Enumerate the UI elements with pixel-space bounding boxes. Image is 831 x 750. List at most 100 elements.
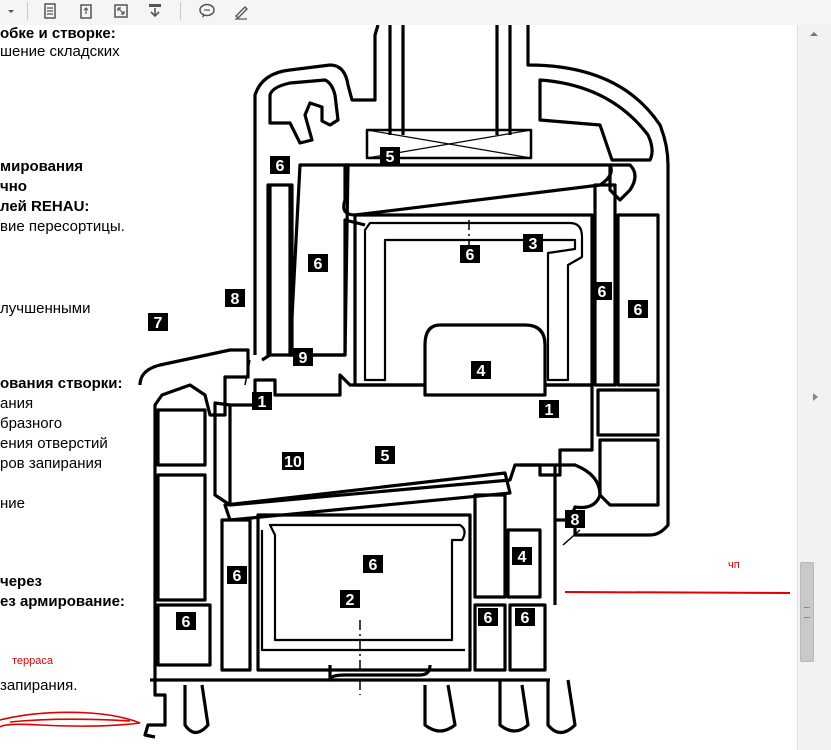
- callout-box: [512, 547, 532, 565]
- callout-number: 9: [299, 350, 308, 367]
- window-profile-cross-section: 7788556666666666344911102: [0, 25, 791, 739]
- lower-gasket: [555, 463, 602, 522]
- callout-number: 4: [477, 363, 486, 380]
- callout-number: 10: [284, 454, 302, 471]
- callout-number: 3: [529, 236, 538, 253]
- callout-number: 7: [154, 315, 163, 332]
- callout-number: 8: [571, 512, 580, 529]
- callout-box: [380, 147, 400, 165]
- sash-middle-left: [213, 401, 231, 507]
- viewer-toolbar: [0, 0, 831, 26]
- leader-line: [562, 529, 581, 546]
- comment-button[interactable]: [195, 0, 219, 22]
- callout-box: [628, 300, 648, 318]
- document-text-line: шение складских: [0, 43, 120, 60]
- document-text-line: запирания.: [0, 677, 78, 694]
- fullscreen-icon: [114, 4, 128, 18]
- chevron-up-icon: [810, 32, 818, 36]
- callout-number: 1: [258, 394, 267, 411]
- highlight-button[interactable]: [229, 0, 253, 22]
- comment-bubble-icon: [199, 3, 215, 18]
- lower-right-chamber: [473, 603, 507, 672]
- scroll-up-arrow[interactable]: [808, 27, 820, 39]
- scroll-thumb[interactable]: [800, 562, 814, 662]
- document-text-line: обке и створке:: [0, 25, 116, 42]
- lower-sash-body: [256, 513, 472, 672]
- upper-frame-right-outer: [526, 25, 670, 537]
- document-text-line: ез армирование:: [0, 593, 125, 610]
- callout-box: [340, 590, 360, 608]
- frame-right-chamber: [593, 183, 617, 387]
- callout-number: 6: [233, 568, 242, 585]
- lower-frame-chamber: [156, 473, 207, 602]
- document-text-line: лей REHAU:: [0, 198, 90, 215]
- callout-box: [363, 555, 383, 573]
- frame-right-chamber: [616, 213, 660, 387]
- callout-number: 6: [369, 557, 378, 574]
- callout-number: 2: [346, 592, 355, 609]
- rotate-icon: [80, 4, 92, 19]
- dropdown-arrow-button[interactable]: [0, 0, 22, 22]
- vertical-scrollbar[interactable]: [797, 25, 831, 750]
- glazing-spacer: [365, 128, 533, 160]
- frame-foot: [423, 684, 457, 733]
- glazing-bead-lower: [223, 471, 512, 522]
- callout-box: [293, 348, 313, 366]
- callout-number: 4: [518, 549, 527, 566]
- frame-right-chamber: [596, 388, 660, 437]
- callout-box: [523, 234, 543, 252]
- document-text-line: ания: [0, 395, 34, 412]
- scroll-thumb-grip: [804, 607, 810, 618]
- leader-line: [244, 359, 251, 386]
- callout-number: 6: [276, 158, 285, 175]
- callout-box: [539, 400, 559, 418]
- callout-number: 6: [634, 302, 643, 319]
- annotation-red-line: [564, 591, 791, 594]
- scroll-side-arrow[interactable]: [810, 390, 820, 402]
- callout-number: 1: [545, 402, 554, 419]
- document-text-line: чно: [0, 178, 27, 195]
- callout-number: 6: [314, 256, 323, 273]
- download-button[interactable]: [143, 0, 167, 22]
- callout-number: 6: [521, 610, 530, 627]
- callout-box: [471, 361, 491, 379]
- lower-frame-chamber: [220, 518, 252, 672]
- frame-right-gasket: [608, 163, 637, 202]
- rotate-button[interactable]: [74, 0, 98, 22]
- fullscreen-button[interactable]: [109, 0, 133, 22]
- callout-box: [148, 313, 168, 331]
- sash-middle-body: [228, 373, 594, 507]
- callout-box: [176, 612, 196, 630]
- lower-right-chamber: [508, 603, 547, 672]
- callout-box: [515, 608, 535, 626]
- callout-box: [252, 392, 272, 410]
- callout-box: [478, 608, 498, 626]
- frame-foot: [183, 684, 210, 735]
- chevron-down-icon: [8, 10, 14, 13]
- upper-reinforcement: [363, 221, 584, 382]
- callout-number: 6: [466, 247, 475, 264]
- annotation-red-scribble: [0, 711, 141, 728]
- lower-right-wall: [520, 463, 557, 605]
- callout-box: [225, 289, 245, 307]
- annotation-chp: чп: [728, 559, 740, 571]
- callout-box: [282, 452, 304, 470]
- document-text-line: бразного: [0, 415, 63, 432]
- upper-sash-chamber: [353, 213, 594, 387]
- upper-frame-outer: [253, 25, 380, 355]
- document-text-line: через: [0, 573, 43, 590]
- lower-reinforcement-inner: [260, 530, 465, 652]
- callout-group: 7788556666666666344911102: [148, 147, 648, 631]
- upper-frame-inner: [268, 78, 340, 145]
- document-text-line: вие пересортицы.: [0, 218, 125, 235]
- callout-box: [565, 510, 585, 528]
- callout-box: [270, 156, 290, 174]
- callout-number: 5: [386, 149, 395, 166]
- lower-frame-outer: [138, 348, 250, 739]
- fit-page-button[interactable]: [38, 0, 62, 22]
- callout-number: 6: [182, 614, 191, 631]
- frame-foot: [546, 679, 577, 735]
- lower-reinforcement: [268, 523, 466, 642]
- document-text-line: лучшенными: [0, 300, 91, 317]
